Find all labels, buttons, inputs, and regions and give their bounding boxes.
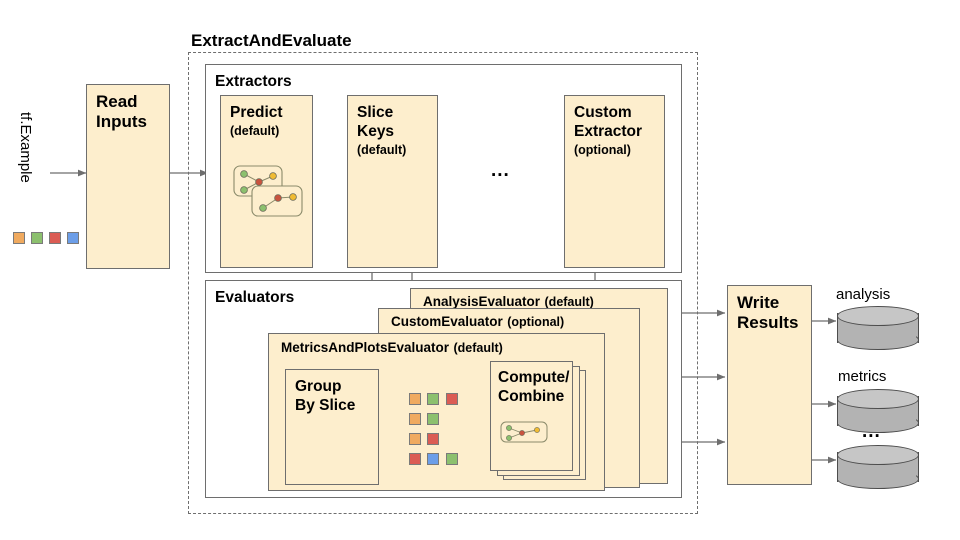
cylinder-top-ellipse — [837, 389, 919, 409]
compute-combine-line1: Compute/ — [498, 369, 570, 386]
compute-combine-line2: Combine — [498, 388, 565, 405]
extractor-custom-line2: Extractor — [574, 123, 643, 140]
evaluator-custom-name: CustomEvaluator — [391, 314, 503, 329]
extractor-slice-keys-line1: Slice — [357, 104, 394, 121]
evaluator-analysis-header: AnalysisEvaluator (default) — [411, 289, 667, 311]
cylinder-top-ellipse — [837, 445, 919, 465]
extractors-ellipsis: ... — [491, 160, 510, 181]
evaluators-title: Evaluators — [215, 289, 295, 306]
extractor-slice-keys-qualifier: (default) — [357, 143, 407, 157]
extract-and-evaluate-title: ExtractAndEvaluate — [191, 31, 352, 50]
output-label-metrics: metrics — [838, 368, 887, 385]
slice-square — [409, 413, 421, 425]
read-inputs-box[interactable]: Read Inputs — [86, 84, 170, 269]
tf-example-label: tf.Example — [17, 112, 34, 183]
read-inputs-line2: Inputs — [96, 112, 147, 131]
write-results-box[interactable]: Write Results — [727, 285, 812, 485]
tf-example-swatches — [13, 232, 79, 248]
extractor-slice-keys-box[interactable]: Slice Keys (default) — [347, 95, 438, 268]
extractor-predict-name: Predict — [230, 104, 283, 121]
output-cylinder-analysis[interactable] — [837, 306, 919, 350]
slice-squares-grid — [409, 393, 461, 467]
slice-square — [427, 433, 439, 445]
slice-square — [409, 433, 421, 445]
extractor-slice-keys-line2: Keys — [357, 123, 395, 140]
compute-combine-graph-icon — [500, 421, 548, 443]
output-label-analysis: analysis — [836, 286, 891, 303]
extractor-predict-qualifier: (default) — [230, 124, 280, 138]
write-results-line2: Results — [737, 313, 799, 332]
write-results-line1: Write — [737, 293, 780, 312]
evaluator-analysis-qualifier: (default) — [544, 295, 594, 309]
output-cylinder-metrics[interactable] — [837, 389, 919, 433]
extractor-predict-box[interactable]: Predict (default) — [220, 95, 313, 268]
slice-square — [446, 453, 458, 465]
predict-graph-icon — [233, 165, 303, 217]
slice-square — [409, 393, 421, 405]
swatch-red — [49, 232, 61, 244]
slice-square — [427, 393, 439, 405]
evaluator-custom-qualifier: (optional) — [507, 315, 565, 329]
group-by-slice-line1: Group — [295, 378, 342, 395]
swatch-green — [31, 232, 43, 244]
read-inputs-line1: Read — [96, 92, 138, 111]
slice-square — [409, 453, 421, 465]
evaluator-custom-header: CustomEvaluator (optional) — [379, 309, 639, 331]
swatch-blue — [67, 232, 79, 244]
slice-square — [446, 393, 458, 405]
extractor-custom-line1: Custom — [574, 104, 632, 121]
cylinder-top-ellipse — [837, 306, 919, 326]
evaluator-metrics-qualifier: (default) — [453, 341, 503, 355]
compute-combine-box[interactable]: Compute/ Combine — [490, 361, 573, 471]
swatch-orange — [13, 232, 25, 244]
extract-and-evaluate-container — [188, 52, 698, 514]
evaluator-metrics-name: MetricsAndPlotsEvaluator — [281, 340, 450, 355]
slice-square — [427, 413, 439, 425]
tf-example-label-wrap: tf.Example — [17, 112, 54, 222]
slice-square — [427, 453, 439, 465]
extractors-title: Extractors — [215, 73, 292, 90]
extractor-custom-box[interactable]: Custom Extractor (optional) — [564, 95, 665, 268]
evaluator-analysis-name: AnalysisEvaluator — [423, 294, 541, 309]
group-by-slice-line2: By Slice — [295, 397, 356, 414]
evaluator-metrics-header: MetricsAndPlotsEvaluator (default) — [269, 334, 604, 357]
group-by-slice-box[interactable]: Group By Slice — [285, 369, 379, 485]
output-cylinder-more[interactable] — [837, 445, 919, 489]
output-label-more: ... — [862, 421, 881, 442]
extractor-custom-qualifier: (optional) — [574, 143, 631, 157]
